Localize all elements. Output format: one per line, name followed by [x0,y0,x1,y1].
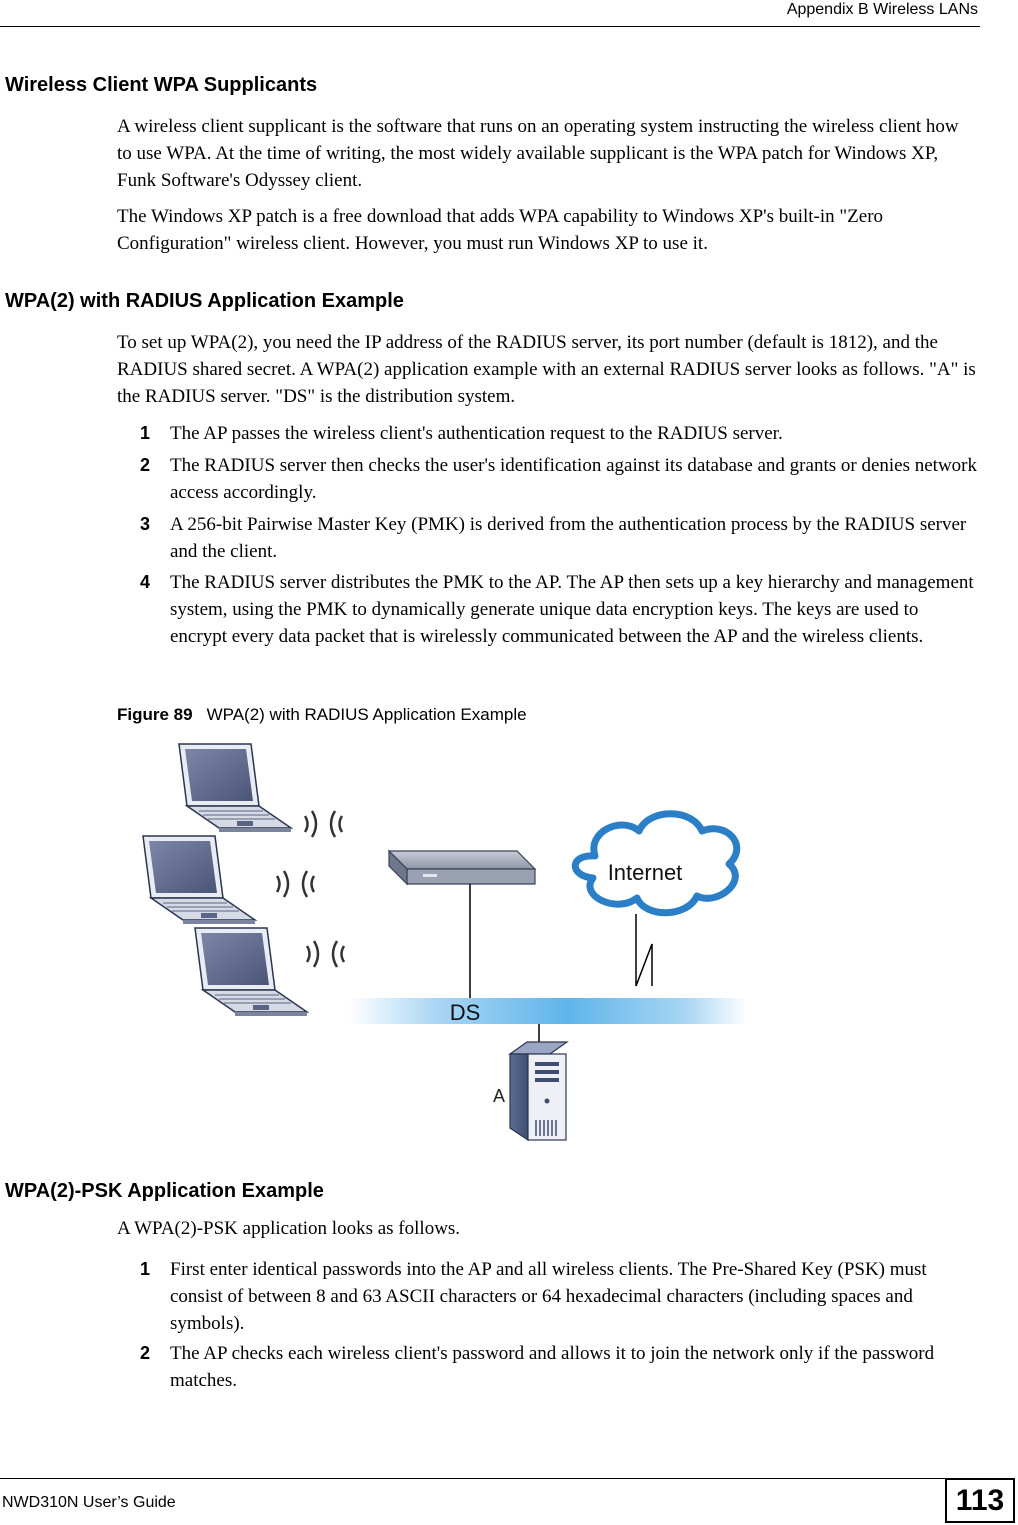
paragraph-supplicant-intro: A wireless client supplicant is the soft… [117,116,959,191]
figure-title: WPA(2) with RADIUS Application Example [206,705,527,724]
page-header: Appendix B Wireless LANs [0,0,980,27]
cloud-label: Internet [608,860,683,885]
server-label: A [493,1086,505,1106]
step-number: 1 [140,1259,151,1279]
wireless-signal-icon [303,809,344,839]
step-text: The AP passes the wireless client's auth… [170,423,783,444]
figure-label: Figure 89 [117,705,193,724]
internet-cloud-icon: Internet [571,810,741,917]
wireless-signal-icon [275,869,316,899]
wireless-client-laptop-1 [178,743,292,833]
step-text: The RADIUS server then checks the user's… [170,455,977,503]
step-number: 3 [140,514,151,534]
step-number: 4 [140,572,151,592]
wireless-signal-icon [305,939,346,969]
step-number: 2 [140,455,151,475]
network-diagram: Internet DS A [117,736,747,1146]
access-point-icon [387,849,537,886]
figure-caption: Figure 89 WPA(2) with RADIUS Application … [117,704,527,726]
section-heading-wpa2-radius: WPA(2) with RADIUS Application Example [5,290,404,312]
step-text: The RADIUS server distributes the PMK to… [170,572,974,647]
distribution-system-bar [349,998,747,1024]
section-heading-wpa2-psk: WPA(2)-PSK Application Example [5,1180,324,1202]
ds-label: DS [450,1000,481,1025]
wireless-client-laptop-2 [142,835,256,925]
paragraph-wpa2-radius-intro: To set up WPA(2), you need the IP addres… [117,332,976,407]
page-footer: NWD310N User’s Guide [0,1478,945,1525]
footer-guide-title: NWD310N User’s Guide [2,1494,176,1511]
step-text: First enter identical passwords into the… [170,1259,927,1334]
page-number: 113 [945,1478,1015,1523]
section-heading-supplicants: Wireless Client WPA Supplicants [5,74,318,96]
step-number: 1 [140,423,151,443]
paragraph-wpa2-psk-intro: A WPA(2)-PSK application looks as follow… [117,1218,461,1239]
step-text: The AP checks each wireless client's pas… [170,1343,935,1391]
wireless-client-laptop-3 [194,927,308,1017]
step-text: A 256-bit Pairwise Master Key (PMK) is d… [170,514,967,562]
radius-server-icon [508,1041,569,1142]
paragraph-xp-patch: The Windows XP patch is a free download … [117,206,884,254]
step-number: 2 [140,1343,151,1363]
header-title: Appendix B Wireless LANs [786,1,978,18]
